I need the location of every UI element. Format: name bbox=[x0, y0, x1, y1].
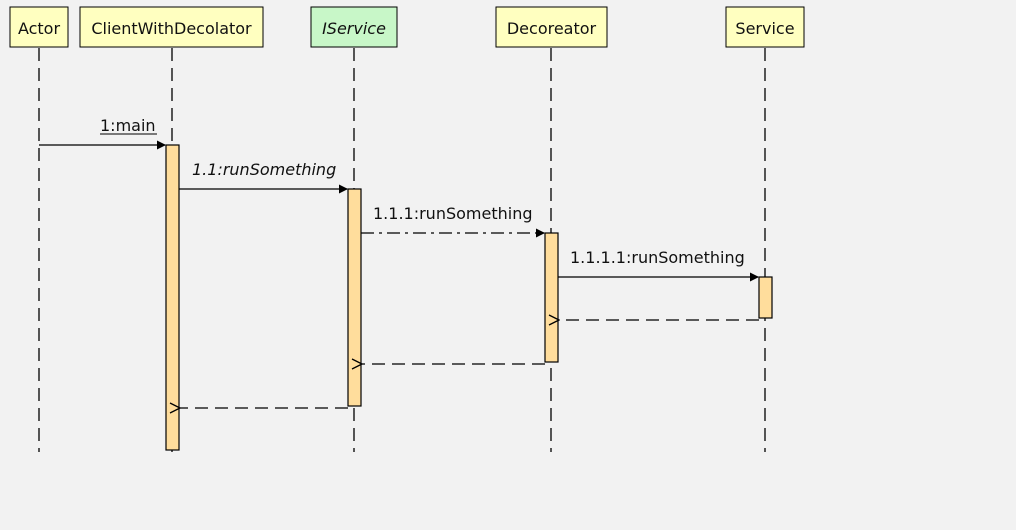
activation-decorator[interactable] bbox=[544, 232, 559, 363]
header-service[interactable]: Service bbox=[725, 6, 805, 48]
activation-bars bbox=[165, 144, 773, 451]
header-label-client: ClientWithDecolator bbox=[91, 19, 252, 38]
lifeline-headers: Actor ClientWithDecolator IService Decor… bbox=[9, 6, 805, 48]
header-decorator[interactable]: Decoreator bbox=[495, 6, 608, 48]
message-label-main: 1:main bbox=[100, 116, 156, 135]
activation-service[interactable] bbox=[758, 276, 773, 319]
message-label-runsomething-3: 1.1.1.1:runSomething bbox=[570, 248, 745, 267]
header-actor[interactable]: Actor bbox=[9, 6, 69, 48]
message-label-runsomething-1: 1.1:runSomething bbox=[192, 160, 336, 179]
header-label-service: Service bbox=[735, 19, 794, 38]
message-label-runsomething-2: 1.1.1:runSomething bbox=[373, 204, 533, 223]
activation-client[interactable] bbox=[165, 144, 180, 451]
activation-iservice[interactable] bbox=[347, 188, 362, 407]
header-client[interactable]: ClientWithDecolator bbox=[79, 6, 264, 48]
header-iservice[interactable]: IService bbox=[310, 6, 398, 48]
header-label-decorator: Decoreator bbox=[507, 19, 597, 38]
header-label-iservice: IService bbox=[322, 19, 386, 38]
messages: 1:main 1.1:runSomething 1.1.1:runSomethi… bbox=[39, 116, 759, 408]
header-label-actor: Actor bbox=[18, 19, 61, 38]
